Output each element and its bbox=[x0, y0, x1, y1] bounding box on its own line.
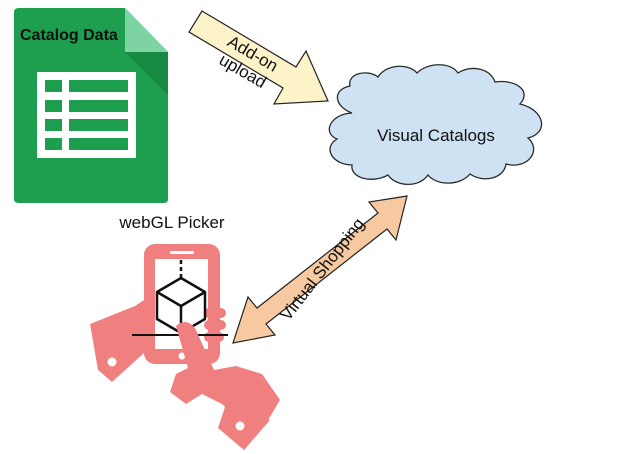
shopping-arrow: Virtual Shopping bbox=[232, 195, 408, 344]
shopping-arrow-label: Virtual Shopping bbox=[277, 214, 369, 324]
phone-with-cube-icon bbox=[90, 244, 280, 450]
spreadsheet-title: Catalog Data bbox=[20, 27, 118, 44]
pointing-hand-icon bbox=[170, 321, 280, 450]
left-hand-icon bbox=[90, 298, 160, 382]
cloud-label: Visual Catalogs bbox=[377, 126, 495, 145]
upload-arrow: Add-on upload bbox=[188, 10, 329, 105]
spreadsheet-grid bbox=[37, 72, 136, 158]
visual-catalogs-cloud: Visual Catalogs bbox=[328, 64, 543, 186]
spreadsheet-icon: Catalog Data bbox=[14, 8, 168, 203]
picker-label: webGL Picker bbox=[118, 213, 225, 232]
